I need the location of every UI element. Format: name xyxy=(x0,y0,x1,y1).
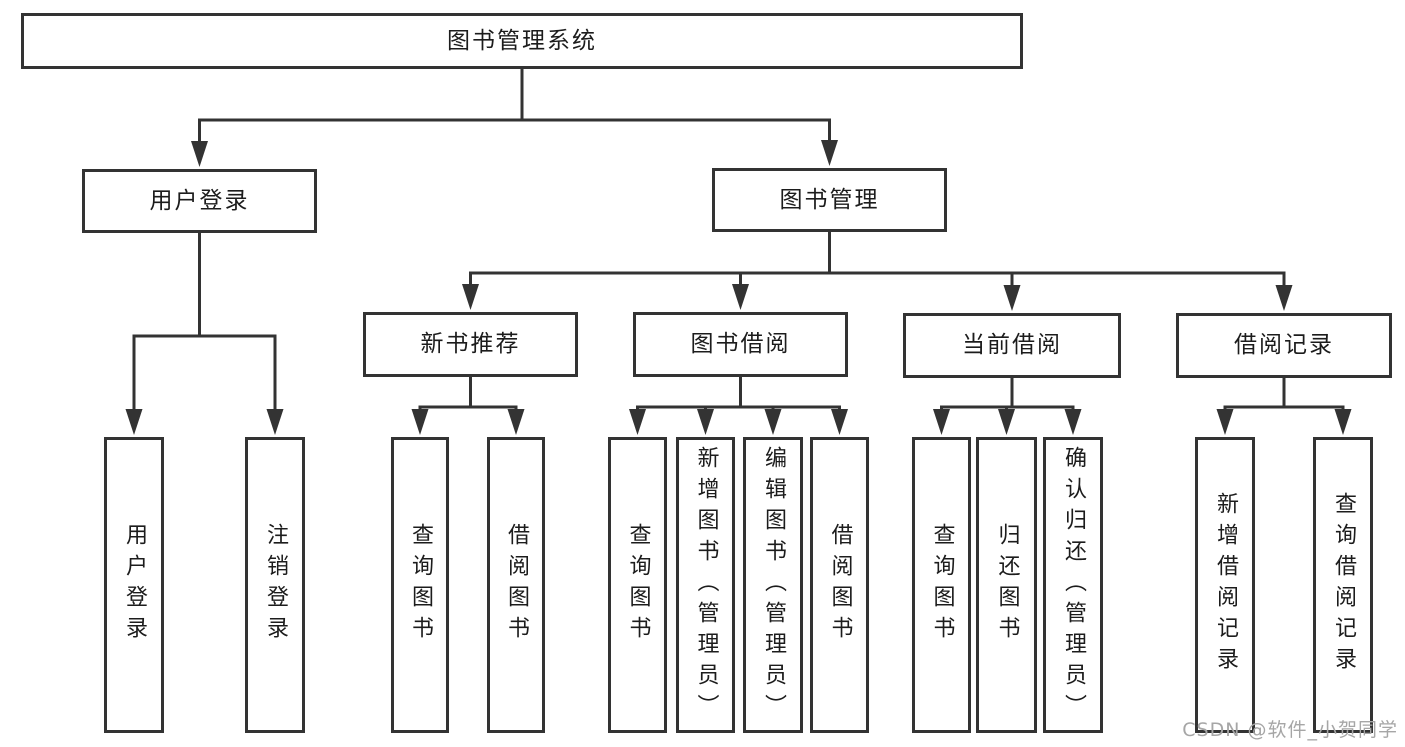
node-label-return-book: 归还图书 xyxy=(994,523,1020,647)
node-add-book: 新增图书（管理员） xyxy=(676,437,735,733)
node-label-query-book-borrow: 查询图书 xyxy=(625,523,651,647)
arrow-down-icon-borrow-record xyxy=(1275,285,1293,311)
node-logout: 注销登录 xyxy=(245,437,305,733)
node-label-user-login-module: 用户登录 xyxy=(149,187,250,214)
node-return-book: 归还图书 xyxy=(976,437,1037,733)
arrow-down-icon-query-book-current xyxy=(933,409,950,435)
watermark: CSDN @软件_小贺同学 xyxy=(1182,719,1398,741)
node-query-borrow-record: 查询借阅记录 xyxy=(1313,437,1373,733)
node-query-book-rec: 查询图书 xyxy=(391,437,449,733)
node-label-new-book-rec: 新书推荐 xyxy=(420,331,521,357)
node-label-query-book-rec: 查询图书 xyxy=(408,523,433,647)
node-label-logout: 注销登录 xyxy=(263,523,288,647)
node-label-book-borrow: 图书借阅 xyxy=(690,331,791,357)
node-label-root: 图书管理系统 xyxy=(447,27,597,54)
node-current-borrow: 当前借阅 xyxy=(903,313,1121,378)
node-label-login: 用户登录 xyxy=(122,523,147,647)
node-label-borrow-book: 借阅图书 xyxy=(827,523,853,647)
node-book-borrow: 图书借阅 xyxy=(633,312,848,377)
arrow-down-icon-query-borrow-record xyxy=(1334,409,1352,435)
arrow-down-icon-add-book xyxy=(697,409,714,435)
node-root: 图书管理系统 xyxy=(21,13,1023,69)
node-user-login-module: 用户登录 xyxy=(82,169,317,233)
arrow-down-icon-book-mgmt xyxy=(821,140,838,166)
arrow-down-icon-book-borrow xyxy=(732,284,749,310)
node-label-book-mgmt: 图书管理 xyxy=(779,186,880,213)
node-edit-book: 编辑图书（管理员） xyxy=(743,437,803,733)
node-borrow-book: 借阅图书 xyxy=(810,437,869,733)
node-label-borrow-book-rec: 借阅图书 xyxy=(504,523,529,647)
arrow-down-icon-login xyxy=(125,409,143,435)
node-label-confirm-return: 确认归还（管理员） xyxy=(1061,445,1086,725)
arrow-down-icon-borrow-book xyxy=(831,409,848,435)
node-label-edit-book: 编辑图书（管理员） xyxy=(761,445,786,725)
arrow-down-icon-new-book-rec xyxy=(462,284,479,310)
node-label-add-book: 新增图书（管理员） xyxy=(693,445,719,725)
node-query-book-current: 查询图书 xyxy=(912,437,971,733)
arrow-down-icon-confirm-return xyxy=(1064,409,1082,435)
node-borrow-record: 借阅记录 xyxy=(1176,313,1392,378)
arrow-down-icon-user-login-module xyxy=(191,141,208,167)
node-label-query-book-current: 查询图书 xyxy=(929,523,955,647)
arrow-down-icon-edit-book xyxy=(764,409,782,435)
arrow-down-icon-query-book-borrow xyxy=(629,409,646,435)
arrow-down-icon-logout xyxy=(266,409,284,435)
node-book-mgmt: 图书管理 xyxy=(712,168,947,232)
node-label-current-borrow: 当前借阅 xyxy=(962,332,1062,358)
node-query-book-borrow: 查询图书 xyxy=(608,437,667,733)
node-confirm-return: 确认归还（管理员） xyxy=(1043,437,1103,733)
arrow-down-icon-borrow-book-rec xyxy=(507,409,525,435)
arrow-down-icon-return-book xyxy=(998,409,1015,435)
node-label-add-borrow-record: 新增借阅记录 xyxy=(1213,492,1238,678)
node-label-query-borrow-record: 查询借阅记录 xyxy=(1331,492,1356,678)
node-borrow-book-rec: 借阅图书 xyxy=(487,437,545,733)
arrow-down-icon-add-borrow-record xyxy=(1216,409,1234,435)
arrow-down-icon-current-borrow xyxy=(1003,285,1021,311)
node-label-borrow-record: 借阅记录 xyxy=(1234,332,1334,358)
node-login: 用户登录 xyxy=(104,437,164,733)
arrow-down-icon-query-book-rec xyxy=(411,409,429,435)
node-new-book-rec: 新书推荐 xyxy=(363,312,578,377)
node-add-borrow-record: 新增借阅记录 xyxy=(1195,437,1255,733)
